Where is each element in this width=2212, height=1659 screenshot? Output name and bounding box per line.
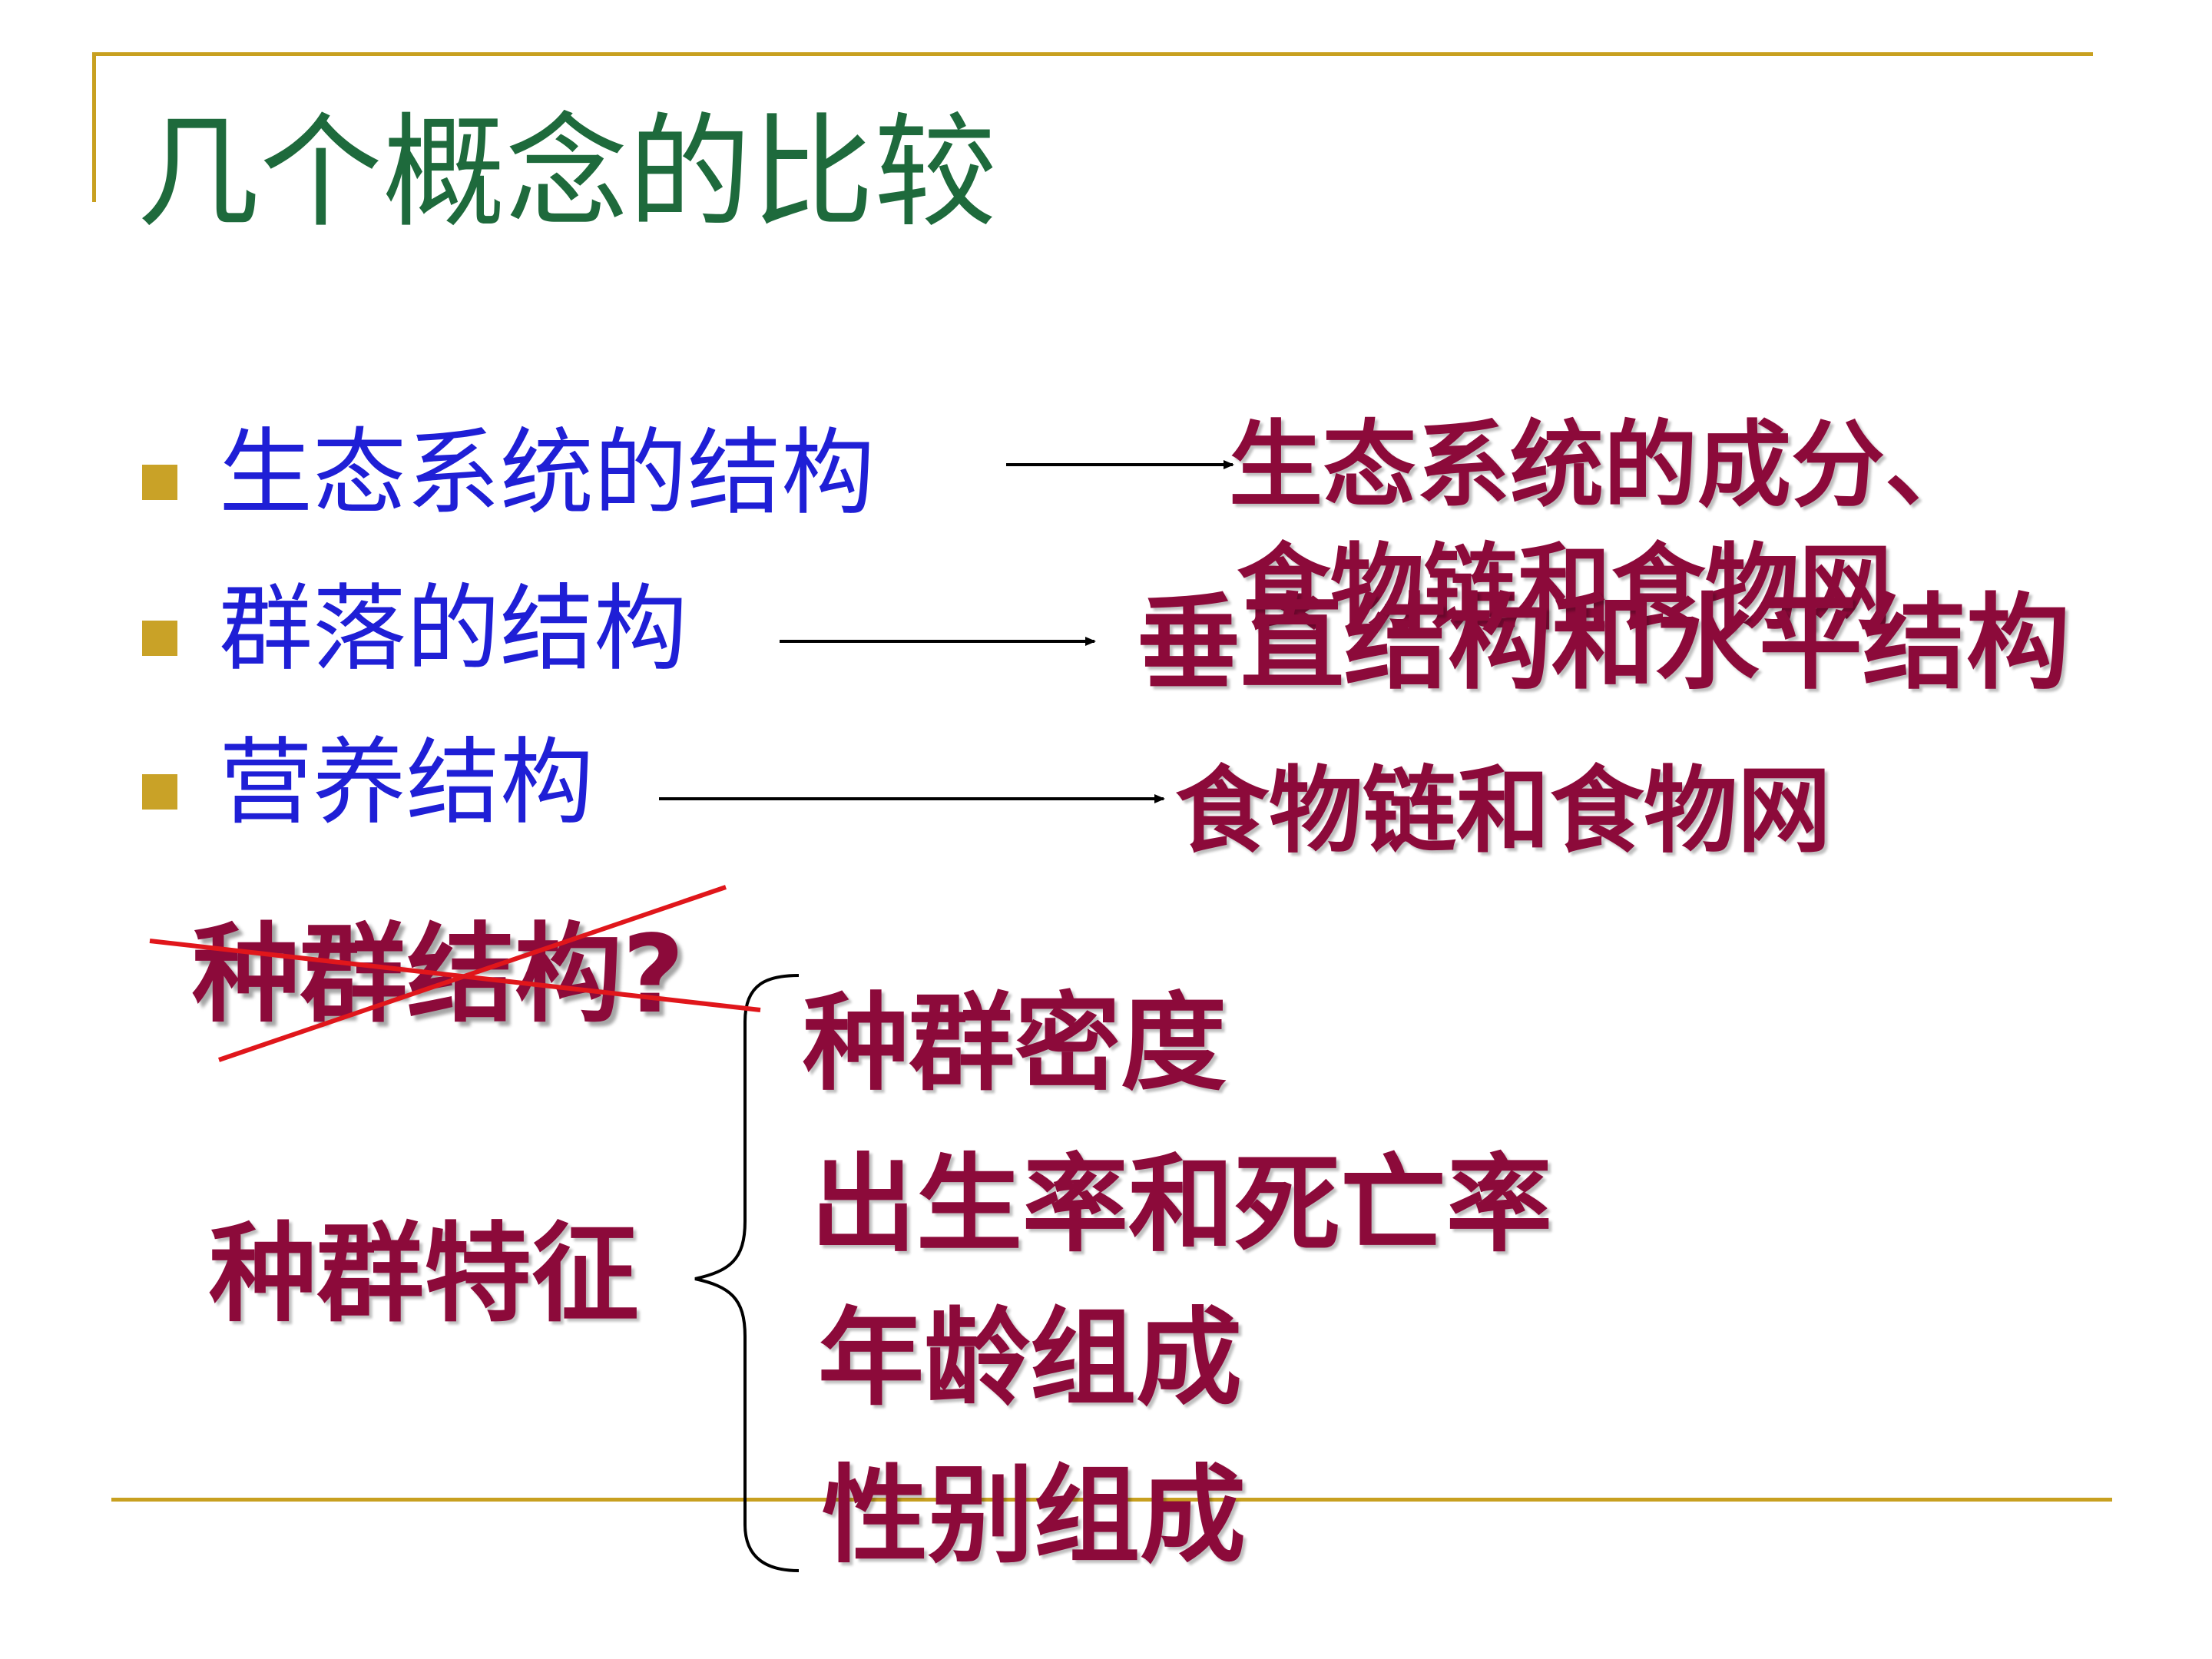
brace-icon xyxy=(694,974,800,1572)
population-item-1: 种群密度 xyxy=(803,982,1227,1105)
bullet-marker-1 xyxy=(142,465,177,500)
answer-2: 垂直结构和水平结构 xyxy=(1137,583,2070,704)
answer-3: 食物链和食物网 xyxy=(1175,757,1831,866)
population-item-4: 性别组成 xyxy=(822,1454,1247,1578)
population-label: 种群特征 xyxy=(209,1212,640,1337)
answer-1-line2: 食物链和食物网 xyxy=(1237,534,1892,643)
left-rule xyxy=(92,52,96,202)
bullet-marker-2 xyxy=(142,621,177,656)
cross-out-line-1 xyxy=(149,939,761,1012)
population-item-3: 年龄组成 xyxy=(818,1296,1243,1420)
bullet-marker-3 xyxy=(142,774,177,810)
slide-title: 几个概念的比较 xyxy=(137,101,998,244)
bottom-rule xyxy=(111,1498,2112,1502)
bullet-label-2: 群落的结构 xyxy=(219,575,687,684)
bullet-label-3: 营养结构 xyxy=(219,728,594,837)
population-item-2: 出生率和死亡率 xyxy=(810,1143,1553,1267)
answer-1: 生态系统的成分、 xyxy=(1229,411,1979,520)
bullet-label-1: 生态系统的结构 xyxy=(219,419,875,528)
top-rule xyxy=(92,52,2093,56)
cross-out-line-2 xyxy=(218,885,727,1062)
